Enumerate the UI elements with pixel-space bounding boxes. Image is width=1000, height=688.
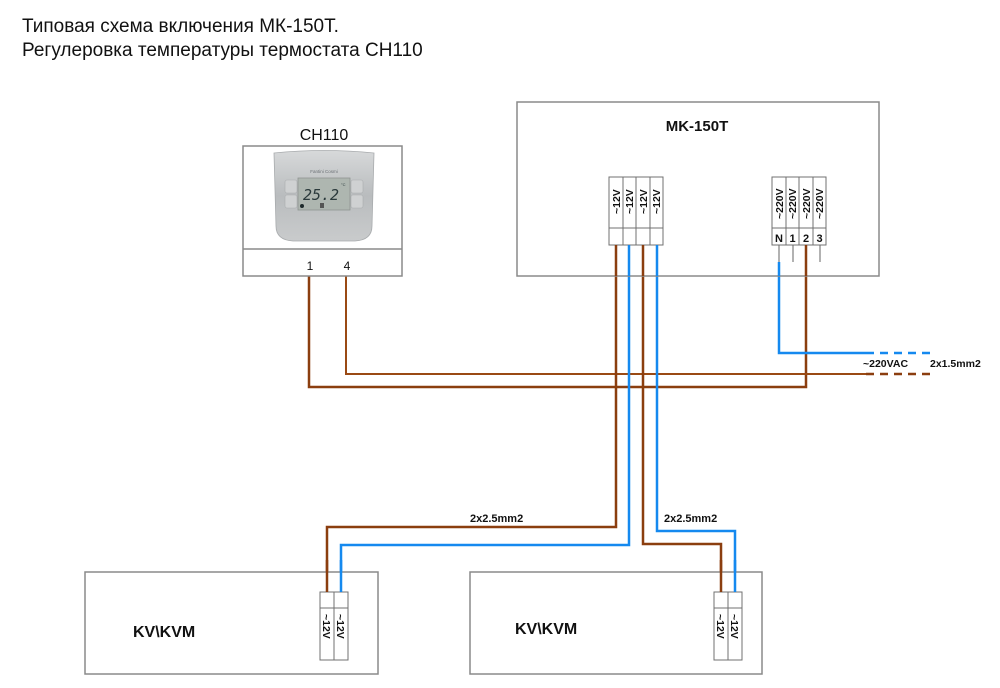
mk150t-12v-terminal-1: ~12V bbox=[611, 189, 623, 214]
thermostat-up-button bbox=[284, 179, 298, 194]
thermostat-down-button bbox=[284, 194, 298, 209]
valve-left-terminal-1: ~12V bbox=[320, 614, 332, 639]
mk150t-12v-terminal-3: ~12V bbox=[638, 189, 650, 214]
ch110-label: CH110 bbox=[300, 127, 349, 144]
wire-ch110-t1-to-mk-t2 bbox=[307, 262, 808, 389]
mk150t-controller: MK-150T ~12V ~12V ~12V ~12V ~220V ~220V … bbox=[516, 101, 880, 277]
wire-ch110-t4-to-mains bbox=[345, 276, 866, 375]
thermostat-hand-icon bbox=[320, 203, 324, 208]
thermostat-mode-button bbox=[350, 179, 364, 194]
mk150t-220v-terminal-1-voltage: ~220V bbox=[787, 188, 799, 219]
thermostat-device-image: Fantini Cosmi 25.2 °C bbox=[273, 150, 375, 242]
ch110-terminal-4: 4 bbox=[344, 259, 351, 273]
cable-label-mains-cable: 2x1.5mm2 bbox=[930, 358, 981, 370]
mk150t-220v-terminal-2-voltage: ~220V bbox=[801, 188, 813, 219]
wire-mk-12v-2-to-left-valve bbox=[339, 245, 631, 598]
thermostat-set-button bbox=[350, 194, 364, 209]
mk150t-220v-terminal-block: ~220V ~220V ~220V ~220V N 1 2 3 bbox=[771, 176, 827, 262]
valve-right-label: KV\KVM bbox=[515, 621, 577, 638]
mk150t-terminal-n: N bbox=[775, 233, 783, 245]
valve-left-label: KV\KVM bbox=[133, 624, 195, 641]
thermostat-moon-icon bbox=[300, 204, 304, 208]
mk150t-12v-terminal-2: ~12V bbox=[624, 189, 636, 214]
cable-label-left-valve: 2x2.5mm2 bbox=[470, 513, 523, 525]
mk150t-terminal-1: 1 bbox=[789, 233, 795, 245]
valve-right-box bbox=[469, 571, 763, 675]
cable-label-right-valve: 2x2.5mm2 bbox=[664, 513, 717, 525]
mk150t-220v-terminal-3-voltage: ~220V bbox=[814, 188, 826, 219]
title-line-1: Типовая схема включения МК-150Т. bbox=[22, 16, 339, 37]
ch110-terminal-1: 1 bbox=[307, 259, 314, 273]
valve-right: KV\KVM ~12V ~12V bbox=[469, 571, 763, 675]
mk150t-label: MK-150T bbox=[666, 118, 729, 135]
mk150t-12v-terminal-block: ~12V ~12V ~12V ~12V bbox=[608, 176, 664, 246]
valve-left-terminal-2: ~12V bbox=[334, 614, 346, 639]
mk150t-terminal-3: 3 bbox=[816, 233, 822, 245]
valve-right-terminal-1: ~12V bbox=[714, 614, 726, 639]
wire-mk-n-to-mains bbox=[777, 262, 866, 355]
mk150t-220v-terminal-n-voltage: ~220V bbox=[774, 188, 786, 219]
wire-mk-12v-3-to-right-valve bbox=[641, 245, 723, 598]
thermostat-unit: °C bbox=[341, 182, 346, 187]
thermostat-temperature: 25.2 bbox=[303, 186, 339, 204]
title-line-2: Регулеровка температуры термостата CH110 bbox=[22, 40, 423, 61]
thermostat-brand: Fantini Cosmi bbox=[310, 169, 338, 174]
ch110-thermostat: CH110 Fantini Cosmi 25.2 °C 1 bbox=[242, 127, 403, 277]
valve-left: KV\KVM ~12V ~12V bbox=[84, 571, 379, 675]
valve-right-terminal-2: ~12V bbox=[728, 614, 740, 639]
cable-label-mains-voltage: ~220VAC bbox=[863, 358, 908, 370]
mk150t-terminal-2: 2 bbox=[803, 233, 809, 245]
mk150t-12v-terminal-4: ~12V bbox=[651, 189, 663, 214]
